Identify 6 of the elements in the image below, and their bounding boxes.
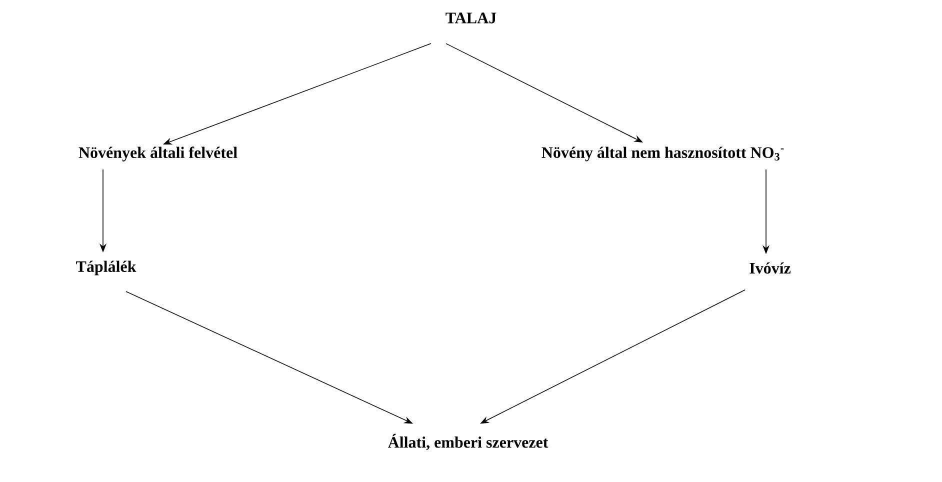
node-label: TALAJ	[446, 12, 496, 24]
node-label: Ivóvíz	[750, 262, 791, 274]
node-label: Állati, emberi szervezet	[388, 434, 548, 450]
node-label: Táplálék	[76, 260, 136, 276]
node-label: Növény által nem hasznosított NO$_{3}$-	[542, 146, 784, 162]
node-label: Növények általi felvétel	[78, 146, 238, 162]
